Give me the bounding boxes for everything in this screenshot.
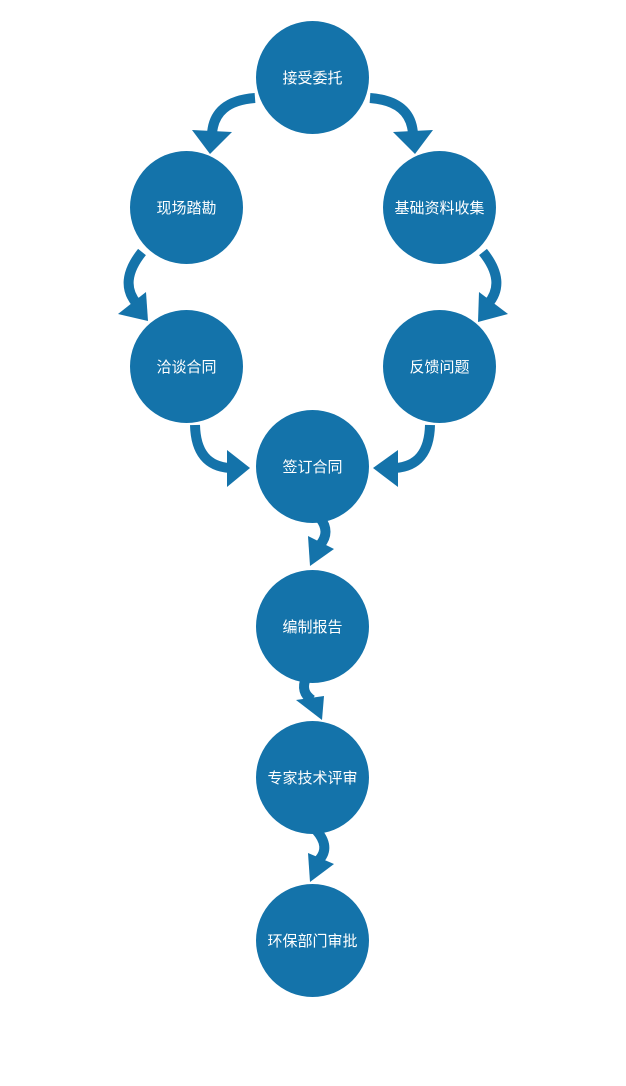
arrowhead-2 bbox=[393, 130, 433, 154]
arrowhead-3 bbox=[118, 292, 148, 321]
step-label: 签订合同 bbox=[282, 458, 343, 476]
step-site-survey: 现场踏勘 bbox=[130, 151, 243, 264]
step-label: 洽谈合同 bbox=[156, 358, 217, 376]
arrowhead-4 bbox=[478, 292, 508, 322]
arrowhead-9 bbox=[308, 853, 334, 882]
step-label: 接受委托 bbox=[282, 69, 343, 87]
arrowhead-1 bbox=[192, 130, 232, 154]
arrow-shaft-4 bbox=[478, 248, 502, 308]
arrow-shaft-1 bbox=[207, 93, 256, 135]
step-negotiate-contract: 洽谈合同 bbox=[130, 310, 243, 423]
arrow-shaft-5 bbox=[190, 424, 231, 473]
step-epa-approval: 环保部门审批 bbox=[256, 884, 369, 997]
arrow-shaft-2 bbox=[369, 93, 418, 135]
arrow-shaft-6 bbox=[394, 424, 435, 473]
step-expert-review: 专家技术评审 bbox=[256, 721, 369, 834]
arrowhead-7 bbox=[308, 536, 334, 566]
step-sign-contract: 签订合同 bbox=[256, 410, 369, 523]
step-label: 环保部门审批 bbox=[267, 932, 358, 950]
step-label: 基础资料收集 bbox=[394, 199, 485, 217]
step-label: 反馈问题 bbox=[409, 358, 470, 376]
arrow-shaft-9 bbox=[312, 826, 330, 864]
arrowhead-5 bbox=[227, 450, 250, 487]
step-label: 现场踏勘 bbox=[156, 199, 217, 217]
arrowhead-6 bbox=[373, 450, 398, 487]
arrow-shaft-3 bbox=[123, 248, 147, 308]
arrowhead-8 bbox=[296, 696, 324, 720]
step-prepare-report: 编制报告 bbox=[256, 570, 369, 683]
step-collect-data: 基础资料收集 bbox=[383, 151, 496, 264]
step-accept-commission: 接受委托 bbox=[256, 21, 369, 134]
step-feedback: 反馈问题 bbox=[383, 310, 496, 423]
step-label: 专家技术评审 bbox=[267, 769, 358, 787]
step-label: 编制报告 bbox=[282, 618, 343, 636]
